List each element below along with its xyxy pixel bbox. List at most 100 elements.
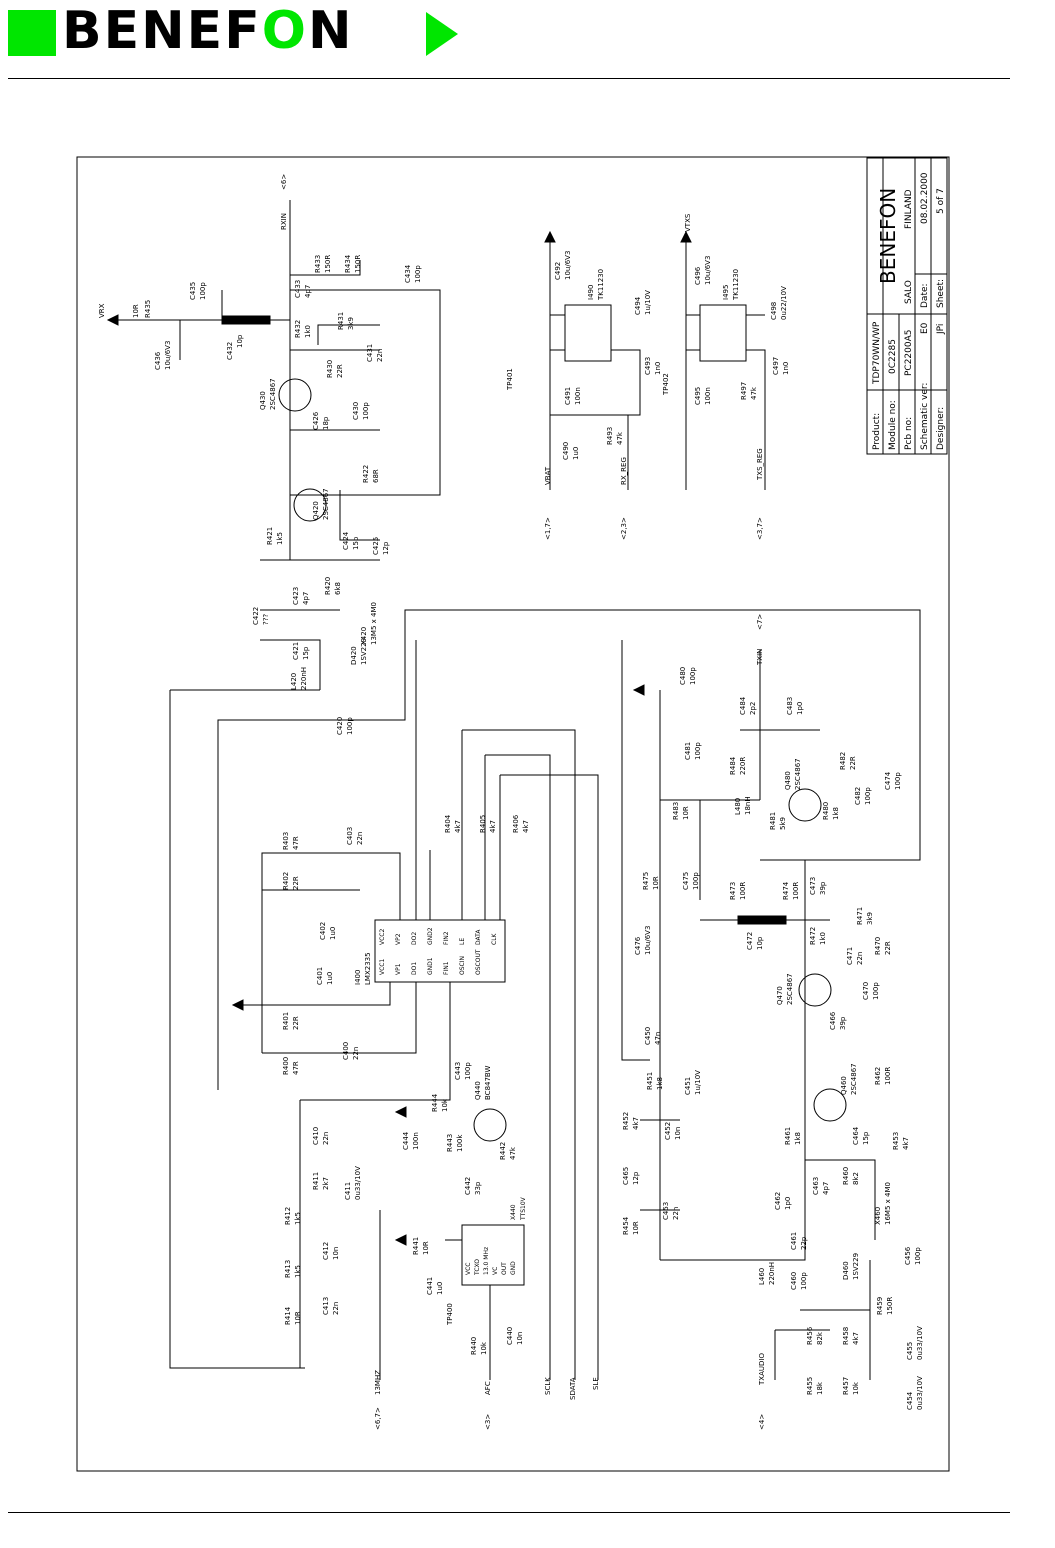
component-label: D460 bbox=[842, 1261, 850, 1280]
logo-arrow-icon bbox=[426, 12, 458, 56]
component-label: SCLK bbox=[544, 1377, 552, 1395]
component-label: 100R bbox=[792, 882, 800, 900]
component-label: 4p7 bbox=[304, 285, 312, 298]
component-label: C491 bbox=[564, 387, 572, 405]
transistor-label: 2SC4867 bbox=[794, 758, 802, 790]
component-label: C498 bbox=[770, 302, 778, 320]
component-label: 0u22/10V bbox=[780, 286, 788, 320]
component-label: TXS_REG bbox=[756, 448, 764, 481]
component-label: R443 bbox=[446, 1134, 454, 1152]
ic400-part: LMX2335 bbox=[364, 952, 372, 985]
component-label: 1u0 bbox=[572, 447, 580, 460]
component-label: R459 bbox=[876, 1297, 884, 1315]
component-label: C431 bbox=[366, 344, 374, 362]
component-label: VTXS bbox=[684, 213, 692, 232]
component-label: 1n0 bbox=[654, 362, 662, 375]
component-label: 100n bbox=[704, 387, 712, 405]
regulator-label: I495 bbox=[722, 285, 730, 300]
component-label: R454 bbox=[622, 1216, 630, 1235]
component-label: C490 bbox=[562, 442, 570, 460]
ic400-pin-label: LE bbox=[459, 938, 466, 945]
transistor-label: Q440 bbox=[474, 1081, 482, 1100]
component-label: 4p7 bbox=[822, 1182, 830, 1195]
component-label: 22n bbox=[332, 1302, 340, 1315]
title-date-label: Date: bbox=[920, 283, 930, 308]
component-label: 47k bbox=[509, 1146, 517, 1160]
component-label: C435 bbox=[189, 282, 197, 300]
component-label: 2k7 bbox=[322, 1177, 330, 1190]
vrx-reg-arrow-icon bbox=[544, 230, 556, 243]
transistor-label: 2SC4867 bbox=[322, 488, 330, 520]
component-label: 18p bbox=[322, 416, 330, 430]
component-label: 13MHZ bbox=[374, 1370, 382, 1395]
component-label: 10n bbox=[332, 1247, 340, 1260]
component-label: R441 bbox=[412, 1237, 420, 1255]
component-label: C410 bbox=[312, 1127, 320, 1145]
title-designer-label: Designer: bbox=[936, 407, 946, 450]
component-label: L460 bbox=[758, 1268, 766, 1285]
title-module-value: 0C2285 bbox=[888, 339, 898, 374]
component-label: 4k7 bbox=[522, 820, 530, 833]
ic400-pin-label: FIN2 bbox=[443, 931, 450, 945]
sheet-frame bbox=[76, 156, 950, 1472]
component-label: R471 bbox=[856, 907, 864, 925]
transistor-label: Q470 bbox=[776, 986, 784, 1005]
component-label: R497 bbox=[740, 382, 748, 400]
component-label: 22n bbox=[672, 1207, 680, 1220]
component-label: 4k7 bbox=[489, 820, 497, 833]
component-label: 220nH bbox=[300, 667, 308, 690]
vrx-tcxo-arrow-icon bbox=[394, 1234, 407, 1246]
component-label: VBAT bbox=[544, 466, 552, 485]
component-label: C455 bbox=[906, 1342, 914, 1360]
title-city: SALO bbox=[904, 280, 914, 304]
component-label: C473 bbox=[809, 877, 817, 895]
i495-regulator-body bbox=[699, 304, 747, 362]
component-label: 12p bbox=[632, 1171, 640, 1185]
component-label: 100p bbox=[914, 1247, 922, 1265]
component-label: R451 bbox=[646, 1072, 654, 1090]
component-label: R473 bbox=[729, 882, 737, 900]
component-label: R422 bbox=[362, 465, 370, 483]
ic400-pin-label: GND1 bbox=[427, 957, 434, 975]
component-label: R470 bbox=[874, 937, 882, 955]
component-label: R442 bbox=[499, 1142, 507, 1160]
component-label: 1k5 bbox=[294, 1265, 302, 1278]
component-label: 100p bbox=[800, 1272, 808, 1290]
component-label: 10k bbox=[441, 1098, 449, 1112]
component-label: 22n bbox=[352, 1047, 360, 1060]
tcxo-label: OUT bbox=[501, 1262, 508, 1275]
component-label: C433 bbox=[294, 280, 302, 298]
component-label: C454 bbox=[906, 1391, 914, 1410]
component-label: C493 bbox=[644, 357, 652, 375]
q430-transistor-icon bbox=[278, 378, 312, 412]
component-label: C492 bbox=[554, 262, 562, 280]
component-label: C425 bbox=[372, 537, 380, 555]
component-label: 10R bbox=[682, 806, 690, 820]
component-label: C441 bbox=[426, 1277, 434, 1295]
component-label: 15p bbox=[862, 1131, 870, 1145]
component-label: C495 bbox=[694, 387, 702, 405]
benefon-logo: BENEFON bbox=[8, 1, 458, 61]
component-label: TP401 bbox=[506, 368, 514, 391]
component-label: 220nH bbox=[768, 1262, 776, 1285]
component-label: 22R bbox=[849, 756, 857, 770]
component-label: 1k8 bbox=[832, 807, 840, 820]
component-label: 100p bbox=[689, 667, 697, 685]
component-label: C471 bbox=[846, 947, 854, 965]
component-label: 1k8 bbox=[794, 1132, 802, 1145]
component-label: 18nH bbox=[744, 796, 752, 815]
component-label: 1n0 bbox=[782, 362, 790, 375]
title-date-value: 08.02.2000 bbox=[920, 172, 930, 224]
component-label: C461 bbox=[790, 1232, 798, 1250]
component-label: 100p bbox=[346, 717, 354, 735]
component-label: 100p bbox=[362, 402, 370, 420]
component-label: 10u/6V3 bbox=[644, 926, 652, 955]
component-label: R435 bbox=[144, 300, 152, 318]
component-label: C451 bbox=[684, 1077, 692, 1095]
component-label: 4k7 bbox=[454, 820, 462, 833]
component-label: 10R bbox=[132, 304, 140, 318]
component-label: 100p bbox=[894, 772, 902, 790]
ic400-pin-label: OSCIN bbox=[459, 956, 466, 975]
component-label: RX_REG bbox=[620, 457, 628, 485]
component-label: 10p bbox=[756, 936, 764, 950]
